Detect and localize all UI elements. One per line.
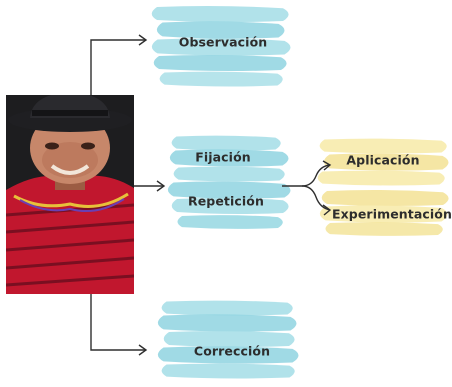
shirt-embroidery bbox=[13, 192, 129, 208]
brush-stroke bbox=[151, 38, 291, 56]
brush-highlight-correccion bbox=[157, 300, 299, 379]
brush-stroke bbox=[167, 181, 291, 199]
brush-stroke bbox=[157, 314, 297, 332]
brush-stroke bbox=[171, 197, 289, 215]
node-repeticion: Repetición bbox=[188, 193, 264, 209]
brush-stroke bbox=[161, 300, 293, 316]
brush-stroke bbox=[169, 149, 289, 167]
arrowhead-experimentacion bbox=[322, 204, 332, 216]
arrowhead-observacion bbox=[138, 34, 148, 46]
connector-experimentacion bbox=[301, 185, 331, 211]
brush-stroke bbox=[319, 138, 447, 154]
brush-stroke bbox=[157, 346, 299, 364]
node-correccion: Corrección bbox=[193, 343, 271, 359]
brush-stroke bbox=[177, 215, 283, 229]
brush-stroke bbox=[159, 71, 283, 87]
brush-stroke bbox=[317, 170, 445, 186]
brush-stroke bbox=[321, 189, 449, 207]
arrowhead-aplicacion bbox=[322, 160, 332, 171]
right-eye bbox=[81, 142, 95, 150]
brush-stroke bbox=[151, 5, 289, 23]
brush-stroke bbox=[153, 54, 287, 72]
brush-stroke bbox=[323, 153, 449, 171]
brush-stroke bbox=[319, 205, 448, 223]
node-fijacion: Fijación bbox=[195, 149, 251, 165]
brush-stroke bbox=[171, 135, 281, 151]
left-eye bbox=[45, 142, 59, 150]
node-observacion: Observación bbox=[178, 34, 268, 50]
brush-highlight-aplicacion-experimentacion bbox=[317, 138, 449, 236]
arrowhead-fijacion-repeticion bbox=[156, 180, 166, 192]
person-photo bbox=[6, 95, 134, 294]
brush-stroke bbox=[163, 330, 295, 348]
connector-observacion bbox=[90, 39, 146, 95]
brush-stroke bbox=[161, 363, 295, 379]
brush-highlight-fijacion-repeticion bbox=[167, 135, 291, 229]
connectors bbox=[90, 34, 332, 356]
brush-stroke bbox=[325, 222, 443, 236]
shirt-embroidery-2 bbox=[19, 198, 125, 212]
node-experimentacion: Experimentación bbox=[332, 206, 452, 222]
brush-highlight-observacion bbox=[151, 5, 291, 87]
brush-stroke bbox=[173, 166, 285, 182]
hat-band bbox=[32, 110, 108, 116]
smile bbox=[50, 164, 90, 175]
connector-aplicacion bbox=[301, 164, 331, 187]
node-aplicacion: Aplicación bbox=[346, 152, 420, 168]
arrowhead-correccion bbox=[138, 344, 148, 356]
brush-stroke bbox=[156, 21, 285, 39]
connector-correccion bbox=[90, 294, 146, 351]
